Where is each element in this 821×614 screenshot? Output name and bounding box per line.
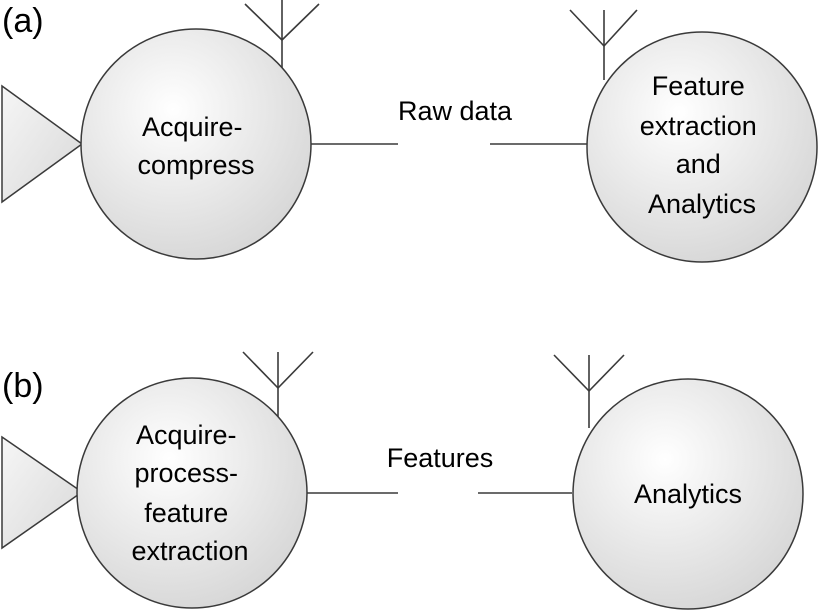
sender-label: Acquire- process- feature extraction bbox=[131, 420, 248, 566]
receiver-label: Feature extraction and Analytics bbox=[640, 71, 765, 219]
link-label: Features bbox=[387, 443, 494, 473]
sender-node bbox=[80, 28, 312, 260]
link-label: Raw data bbox=[398, 96, 513, 126]
antenna-icon bbox=[244, 0, 320, 75]
panel-a-tag: (a) bbox=[2, 2, 44, 40]
sensor-triangle-icon bbox=[1, 84, 84, 204]
antenna-icon bbox=[569, 9, 638, 80]
receiver-node bbox=[586, 31, 818, 263]
panel-b: (b) Acquire- process- feature extraction… bbox=[1, 351, 804, 610]
sensor-triangle-icon bbox=[1, 435, 84, 550]
antenna-icon bbox=[242, 351, 314, 422]
receiver-node bbox=[572, 378, 804, 610]
antenna-icon bbox=[553, 354, 625, 428]
panel-a: (a) Acquire- compress Raw data Feature e… bbox=[1, 0, 818, 263]
receiver-label: Analytics bbox=[634, 479, 742, 509]
sender-label: Acquire- compress bbox=[137, 112, 254, 180]
sender-node bbox=[76, 377, 308, 609]
panel-b-tag: (b) bbox=[2, 367, 44, 405]
